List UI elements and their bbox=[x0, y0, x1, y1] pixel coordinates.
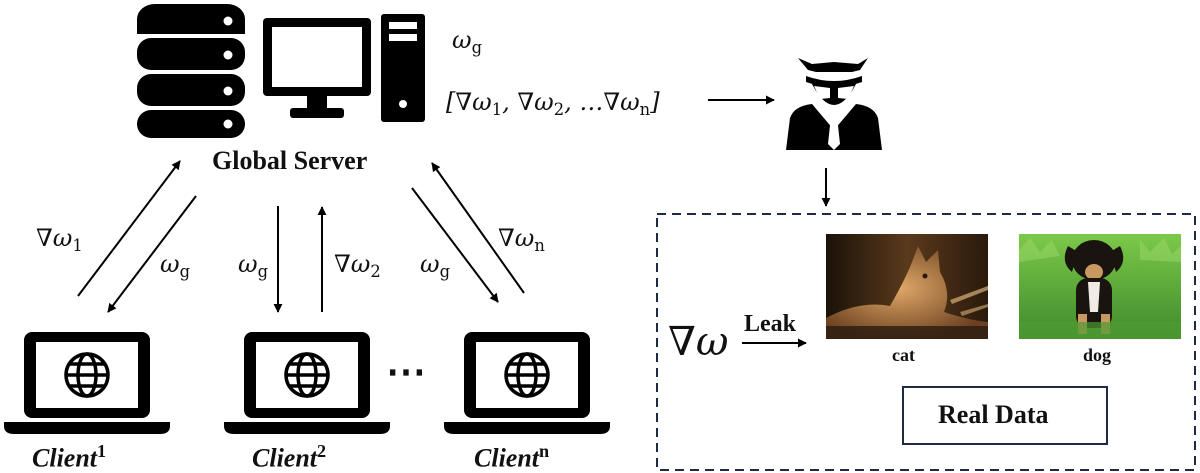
global-server-label: Global Server bbox=[212, 146, 368, 175]
tower-icon bbox=[381, 14, 425, 122]
laptop-globe-icon bbox=[224, 332, 390, 434]
link-n-down-arrow bbox=[411, 187, 499, 303]
dog-photo bbox=[1019, 234, 1181, 339]
hacker-icon bbox=[786, 58, 882, 150]
dog-label: dog bbox=[1083, 345, 1112, 365]
real-data-label: Real Data bbox=[938, 400, 1049, 429]
cat-photo bbox=[826, 234, 988, 339]
gradient-symbol: ∇ω bbox=[668, 319, 729, 365]
link-1-down-label: ωg bbox=[160, 250, 191, 281]
clients-ellipsis: ⋯ bbox=[386, 349, 426, 394]
laptop-globe-icon bbox=[444, 332, 610, 434]
link-n-up-arrow bbox=[431, 162, 525, 294]
client-1-label: Client1 bbox=[32, 441, 107, 473]
leakage-panel bbox=[656, 213, 1196, 471]
link-2-up-label: ∇ω2 bbox=[334, 250, 381, 281]
database-icon bbox=[137, 4, 245, 138]
cat-label: cat bbox=[892, 345, 915, 365]
client-2-label: Client2 bbox=[252, 441, 327, 473]
link-1-up-arrow bbox=[77, 160, 181, 297]
laptop-globe-icon bbox=[4, 332, 170, 434]
client-n-label: Clientn bbox=[474, 441, 550, 473]
monitor-icon bbox=[263, 18, 371, 118]
link-1-down-arrow bbox=[107, 195, 197, 313]
global-weights-label: ωg bbox=[452, 26, 483, 57]
leak-label: Leak bbox=[744, 311, 797, 337]
link-n-up-label: ∇ωn bbox=[498, 224, 545, 255]
link-2-down-label: ωg bbox=[238, 250, 269, 281]
link-n-down-label: ωg bbox=[420, 250, 451, 281]
real-data-box bbox=[902, 386, 1108, 445]
gradient-list-label: [∇ω1, ∇ω2, …∇ωn] bbox=[446, 88, 660, 119]
link-1-up-label: ∇ω1 bbox=[36, 224, 83, 255]
